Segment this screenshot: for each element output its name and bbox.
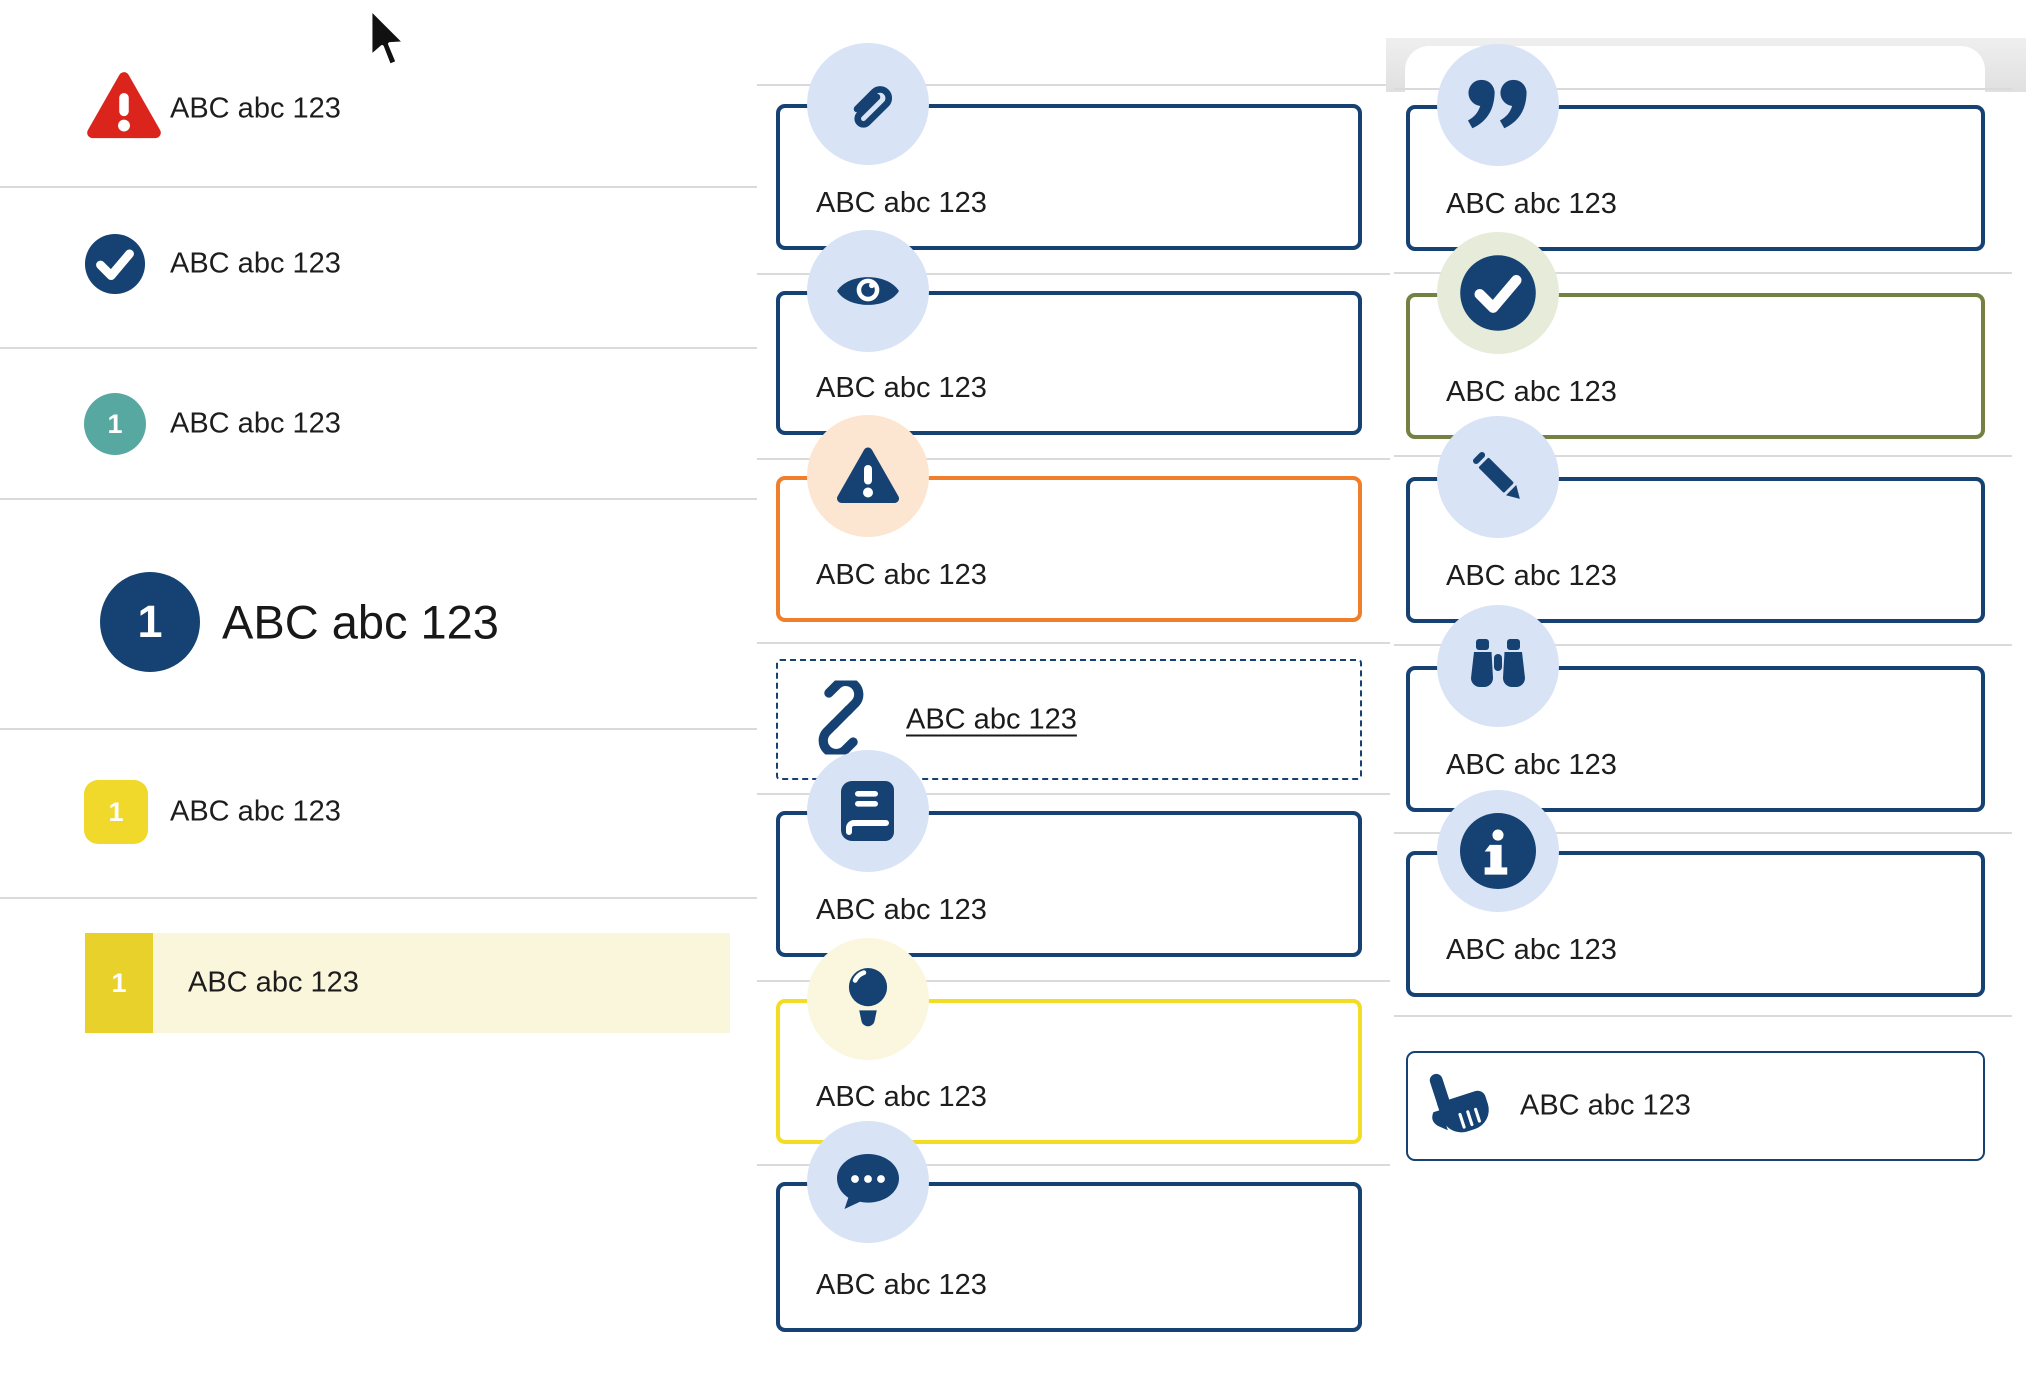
number-badge: 1 <box>84 780 148 844</box>
divider <box>1394 644 2012 646</box>
check-circle-icon <box>84 233 146 300</box>
quote-icon <box>1437 44 1559 166</box>
callout-card-success: ABC abc 123 <box>1406 293 1985 439</box>
divider <box>757 1164 1390 1166</box>
pencil-icon <box>1437 416 1559 538</box>
highlight-background <box>85 933 730 1033</box>
list-item-label: ABC abc 123 <box>222 595 499 649</box>
card-label: ABC abc 123 <box>816 894 987 926</box>
callout-card-tip: ABC abc 123 <box>776 999 1362 1144</box>
divider <box>757 84 1390 86</box>
number-badge: 1 <box>100 572 200 672</box>
card-label: ABC abc 123 <box>1446 749 1617 781</box>
list-item-label: ABC abc 123 <box>170 247 341 280</box>
divider <box>1394 272 2012 274</box>
eye-icon <box>807 230 929 352</box>
lightbulb-icon <box>807 938 929 1060</box>
paperclip-icon <box>807 43 929 165</box>
divider <box>757 980 1390 982</box>
card-label: ABC abc 123 <box>1446 934 1617 966</box>
book-icon <box>807 750 929 872</box>
callout-card-quote: ABC abc 123 <box>1406 105 1985 251</box>
card-label: ABC abc 123 <box>816 187 987 219</box>
card-label: ABC abc 123 <box>816 372 987 404</box>
divider <box>757 793 1390 795</box>
info-icon <box>1437 790 1559 912</box>
card-label: ABC abc 123 <box>816 1081 987 1113</box>
list-item-label: ABC abc 123 <box>170 407 341 440</box>
warning-triangle-icon <box>86 70 162 147</box>
list-item-label: ABC abc 123 <box>170 795 341 828</box>
check-circle-icon <box>1437 232 1559 354</box>
divider <box>0 347 757 349</box>
list-item-label: ABC abc 123 <box>188 966 359 999</box>
list-item-label: ABC abc 123 <box>170 92 341 125</box>
callout-card-search: ABC abc 123 <box>1406 666 1985 812</box>
mouse-cursor <box>366 6 412 79</box>
card-label: ABC abc 123 <box>1446 376 1617 408</box>
link-icon <box>804 676 878 759</box>
card-label: ABC abc 123 <box>1520 1089 1691 1122</box>
binoculars-icon <box>1437 605 1559 727</box>
divider <box>0 897 757 899</box>
card-label: ABC abc 123 <box>816 1269 987 1301</box>
divider <box>757 458 1390 460</box>
number-badge: 1 <box>84 393 146 455</box>
card-label: ABC abc 123 <box>816 559 987 591</box>
divider <box>0 498 757 500</box>
divider <box>1394 1015 2012 1017</box>
divider <box>1394 455 2012 457</box>
card-label: ABC abc 123 <box>1446 188 1617 220</box>
divider <box>757 642 1390 644</box>
divider <box>1394 832 2012 834</box>
divider <box>1394 88 2012 90</box>
number-badge: 1 <box>85 933 153 1033</box>
card-label: ABC abc 123 <box>1446 560 1617 592</box>
callout-card-action: ABC abc 123 <box>1406 1051 1985 1161</box>
card-link[interactable]: ABC abc 123 <box>906 703 1077 735</box>
pointing-hand-icon <box>1422 1065 1500 1148</box>
divider <box>757 273 1390 275</box>
warning-triangle-icon <box>807 415 929 537</box>
chat-icon <box>807 1121 929 1243</box>
divider <box>0 728 757 730</box>
divider <box>0 186 757 188</box>
